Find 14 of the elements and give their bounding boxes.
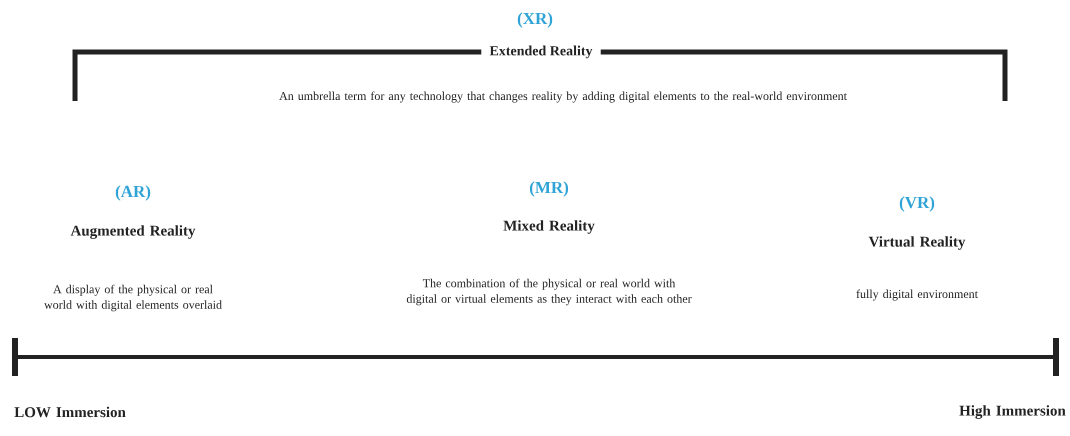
description: A display of the physical or real world with digital elements overlaid [44,284,222,312]
abbreviation: (XR) [517,12,553,28]
axis-label: LOW Immersion [14,406,126,418]
description: fully digital environment [856,289,978,301]
abbreviation: (MR) [529,181,569,197]
description: The combination of the physical or real world with digital or virtual elements as they interact with each other [406,278,692,306]
heading: Mixed Reality [503,220,595,234]
heading: Augmented Reality [70,225,196,239]
heading: Extended Reality [489,45,593,59]
abbreviation: (VR) [899,196,935,212]
abbreviation: (AR) [115,185,151,201]
heading: Virtual Reality [868,236,966,250]
description: An umbrella term for any technology that changes reality by adding digital elements to the real-world environment [279,91,847,103]
axis-label: High Immersion [959,405,1066,419]
